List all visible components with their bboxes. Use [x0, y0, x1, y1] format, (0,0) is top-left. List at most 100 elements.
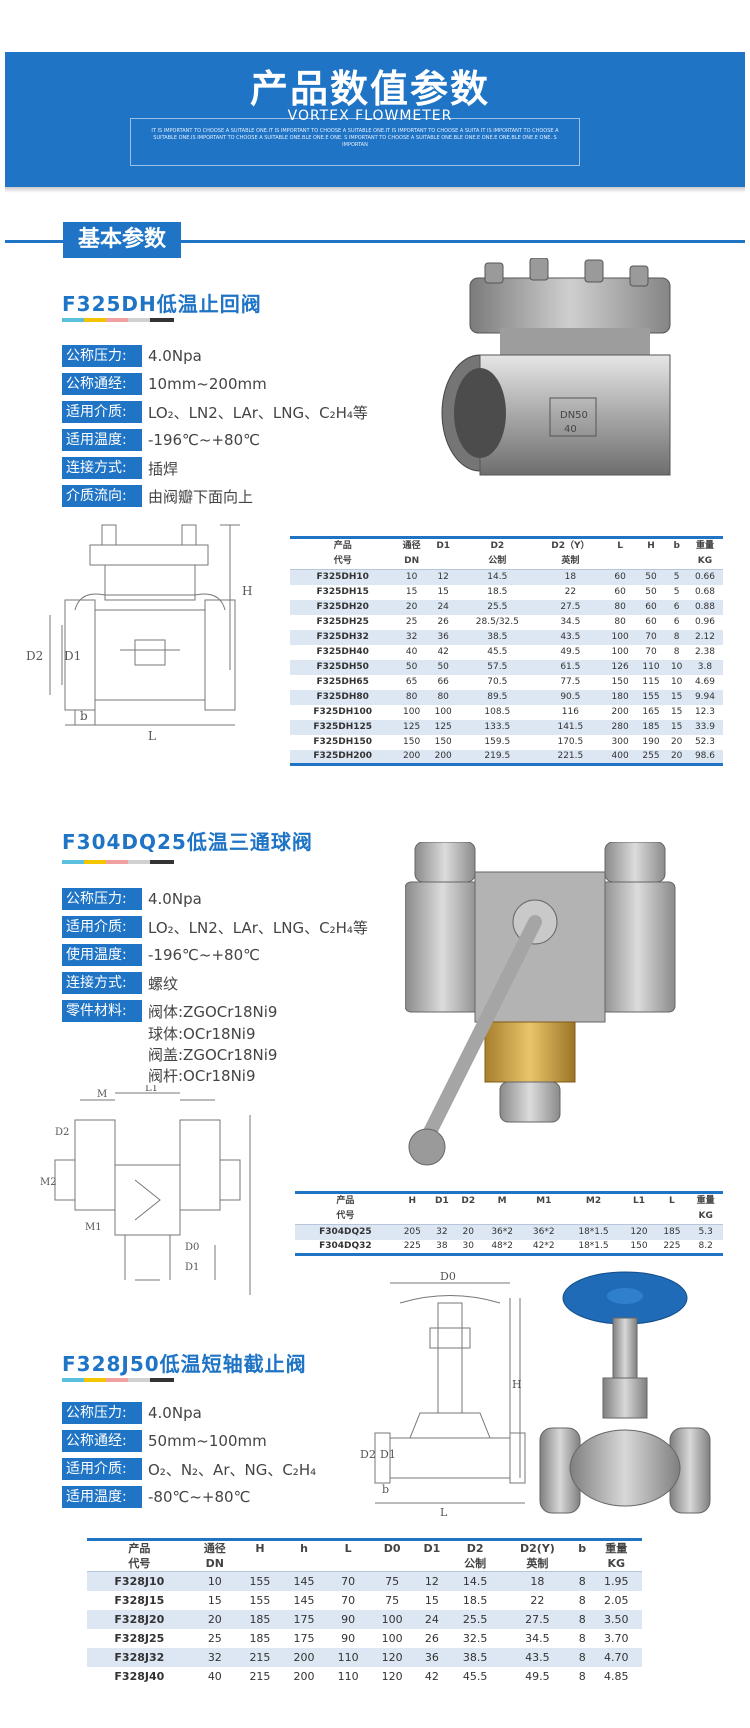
spec-row: 适用介质:LO₂、LN2、LAr、LNG、C₂H₄等: [62, 916, 368, 938]
material-item: 球体:OCr18Ni9: [148, 1025, 256, 1043]
table-cell: 200: [395, 749, 428, 765]
table-cell: 70: [326, 1571, 371, 1591]
table-cell: F325DH10: [290, 569, 396, 585]
spec-row: 公称通经:50mm~100mm: [62, 1430, 316, 1452]
spec-row: 使用温度:-196℃~+80℃: [62, 944, 368, 966]
table-cell: 65: [395, 674, 428, 690]
table-cell: 45.5: [458, 644, 537, 660]
table-cell: 90: [326, 1628, 371, 1648]
table-cell: 108.5: [458, 704, 537, 720]
th: D2: [461, 1195, 476, 1206]
spec-row: 适用介质:LO₂、LN2、LAr、LNG、C₂H₄等: [62, 401, 368, 423]
th: [574, 1556, 591, 1572]
table-cell: 155: [635, 689, 667, 705]
table-cell: 100: [395, 704, 428, 720]
spec-value: LO₂、LN2、LAr、LNG、C₂H₄等: [148, 403, 368, 422]
drawing-label-d2: D2: [360, 1448, 376, 1461]
th: D2: [490, 540, 505, 551]
table-cell: 120: [370, 1666, 415, 1686]
th: [414, 1556, 449, 1572]
table-cell: 32: [395, 629, 428, 645]
table-cell: 8: [666, 629, 687, 645]
table-cell: 141.5: [536, 719, 605, 735]
drawing-label-d0: D0: [185, 1242, 199, 1253]
table-cell: 155: [237, 1590, 282, 1610]
title-color-bar: [62, 860, 174, 864]
th: H: [647, 540, 655, 551]
th: D1: [436, 540, 451, 551]
table-cell: 115: [635, 674, 667, 690]
table-cell: 300: [604, 734, 636, 750]
table-cell: 205: [395, 1224, 429, 1240]
spec-key: 连接方式:: [62, 457, 142, 479]
table-cell: 43.5: [536, 629, 605, 645]
table-cell: 185: [635, 719, 667, 735]
table-cell: 170.5: [536, 734, 605, 750]
table-cell: 165: [635, 704, 667, 720]
table-cell: 145: [281, 1571, 327, 1591]
spec-row: 零件材料:阀体:ZGOCr18Ni9: [62, 1000, 368, 1022]
product-title-f304dq25: F304DQ25低温三通球阀: [62, 830, 313, 854]
table-cell: 40: [395, 644, 428, 660]
spec-key: 使用温度:: [62, 944, 142, 966]
svg-text:DN50: DN50: [560, 410, 588, 421]
table-cell: 14.5: [458, 569, 537, 585]
banner-small-text: IT IS IMPORTANT TO CHOOSE A SUITABLE ONE…: [151, 128, 559, 148]
table-cell: 6: [666, 599, 687, 615]
table-cell: 175: [281, 1609, 327, 1629]
table-cell: 14.5: [449, 1571, 501, 1591]
table-cell: 125: [427, 719, 459, 735]
spec-value: 由阀瓣下面向上: [148, 487, 254, 506]
table-cell: 215: [237, 1666, 282, 1686]
th: D1: [423, 1541, 441, 1555]
table-cell: 225: [395, 1239, 429, 1255]
table-cell: 18: [500, 1571, 574, 1591]
th: D2（Y）: [551, 540, 590, 551]
th: L1: [632, 1195, 645, 1206]
spec-row: 公称通经:10mm~200mm: [62, 373, 368, 395]
table-cell: 32: [428, 1224, 456, 1240]
table-cell: 255: [635, 749, 667, 765]
table-cell: 2.05: [590, 1590, 642, 1610]
table-cell: 42: [427, 644, 459, 660]
table-cell: F328J40: [87, 1666, 192, 1686]
product-title-f328j50: F328J50低温短轴截止阀: [62, 1352, 307, 1376]
spec-value: 4.0Npa: [148, 890, 202, 908]
spec-value: LO₂、LN2、LAr、LNG、C₂H₄等: [148, 918, 368, 937]
spec-value: O₂、N₂、Ar、NG、C₂H₄: [148, 1460, 317, 1479]
spec-key: 适用温度:: [62, 429, 142, 451]
table-cell: 70: [635, 644, 667, 660]
section-label: 基本参数: [63, 222, 181, 258]
th: H: [408, 1195, 417, 1206]
th: L: [617, 540, 623, 551]
table-cell: 38: [428, 1239, 456, 1255]
material-item: 阀盖:ZGOCr18Ni9: [148, 1046, 278, 1064]
drawing-label-d0: D0: [440, 1270, 456, 1283]
spec-row: 公称压力:4.0Npa: [62, 345, 368, 367]
table-cell: 98.6: [686, 749, 723, 765]
table-cell: 20: [455, 1224, 482, 1240]
th: 重量: [696, 1195, 715, 1206]
th: D0: [383, 1541, 401, 1555]
table-cell: 180: [604, 689, 636, 705]
th: 英制: [561, 555, 580, 566]
drawing-label-m1: M1: [85, 1222, 102, 1233]
table-cell: 20: [666, 749, 687, 765]
table-cell: 1.95: [590, 1571, 642, 1591]
table-cell: 133.5: [458, 719, 537, 735]
table-cell: 25: [191, 1628, 238, 1648]
table-cell: 75: [370, 1571, 415, 1591]
drawing-label-d2: D2: [26, 649, 43, 663]
table-cell: F325DH50: [290, 659, 396, 675]
th: [396, 1209, 429, 1225]
table-cell: 8: [573, 1647, 591, 1667]
table-cell: 15: [427, 584, 459, 600]
table-cell: 3.50: [590, 1609, 642, 1629]
